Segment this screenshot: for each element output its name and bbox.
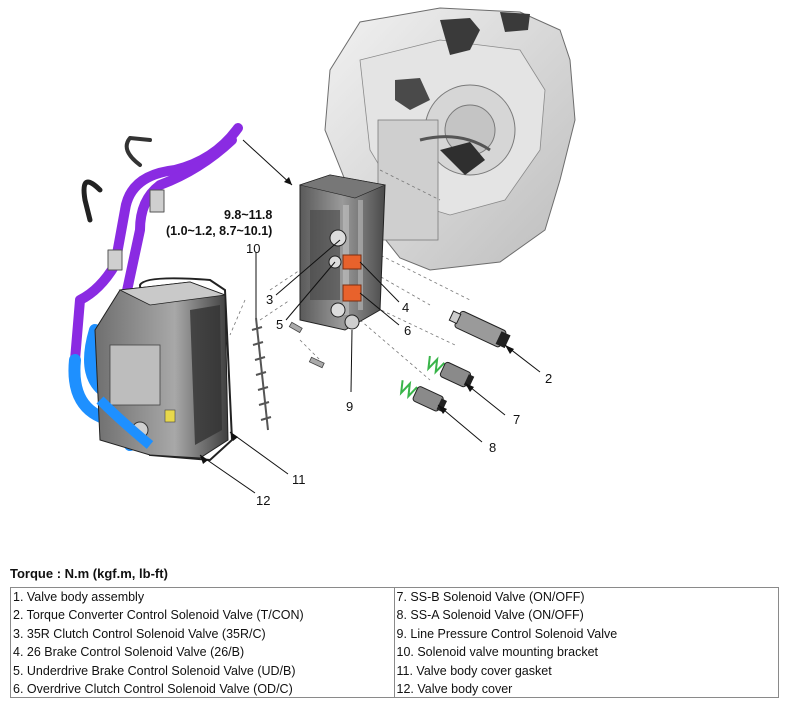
legend-item: 6. Overdrive Clutch Control Solenoid Val…	[13, 681, 293, 696]
legend-column-right: 7. SS-B Solenoid Valve (ON/OFF) 8. SS-A …	[395, 588, 779, 697]
callout-6: 6	[404, 323, 411, 338]
transmission-valve-body-diagram: 9.8~11.8 (1.0~1.2, 8.7~10.1) 10 3 5 4 6 …	[68, 7, 576, 508]
line-pressure-solenoid	[344, 314, 360, 330]
legend-item: 7. SS-B Solenoid Valve (ON/OFF)	[396, 590, 585, 604]
legend-item: 3. 35R Clutch Control Solenoid Valve (35…	[13, 626, 266, 641]
torque-unit-title: Torque : N.m (kgf.m, lb-ft)	[10, 566, 168, 581]
legend-item: 11. Valve body cover gasket	[396, 663, 552, 678]
solenoid-valve-tcon	[448, 310, 511, 349]
legend-item: 1. Valve body assembly	[13, 590, 145, 604]
callout-5: 5	[276, 317, 283, 332]
solenoid-valve-ss-a	[399, 380, 448, 412]
valve-body-cover	[94, 281, 229, 459]
legend-item: 10. Solenoid valve mounting bracket	[396, 645, 599, 660]
legend-item: 8. SS-A Solenoid Valve (ON/OFF)	[396, 608, 584, 623]
callout-3: 3	[266, 292, 273, 307]
callout-10: 10	[246, 241, 260, 256]
solenoid-mounting-bracket	[251, 317, 272, 431]
legend-item: 5. Underdrive Brake Control Solenoid Val…	[13, 663, 296, 678]
legend-item: 12. Valve body cover	[396, 681, 513, 696]
legend-column-left: 1. Valve body assembly 2. Torque Convert…	[11, 588, 395, 697]
callout-2: 2	[545, 371, 552, 386]
valve-body-assembly	[298, 174, 387, 331]
callout-8: 8	[489, 440, 496, 455]
torque-spec-units: (1.0~1.2, 8.7~10.1)	[166, 224, 272, 238]
torque-spec-value: 9.8~11.8	[224, 208, 272, 222]
callout-4: 4	[402, 300, 409, 315]
callout-11: 11	[292, 472, 306, 487]
arrow-heads	[200, 345, 514, 464]
valve-body-cover-gasket	[138, 277, 234, 462]
legend-item: 4. 26 Brake Control Solenoid Valve (26/B…	[13, 645, 245, 660]
callout-12: 12	[256, 493, 270, 508]
parts-legend-table: 1. Valve body assembly 2. Torque Convert…	[10, 587, 779, 698]
leader-line-valve-body	[242, 139, 293, 186]
arrow-head	[284, 177, 292, 185]
leader-lines	[199, 239, 541, 494]
callout-7: 7	[513, 412, 520, 427]
transmission-housing	[324, 7, 576, 271]
legend-item: 9. Line Pressure Control Solenoid Valve	[396, 626, 618, 641]
solenoid-od-clutch	[342, 284, 362, 302]
bolts	[288, 321, 325, 369]
solenoid-26-brake	[342, 254, 362, 270]
legend-item: 2. Torque Converter Control Solenoid Val…	[13, 608, 304, 623]
callout-9: 9	[346, 399, 353, 414]
